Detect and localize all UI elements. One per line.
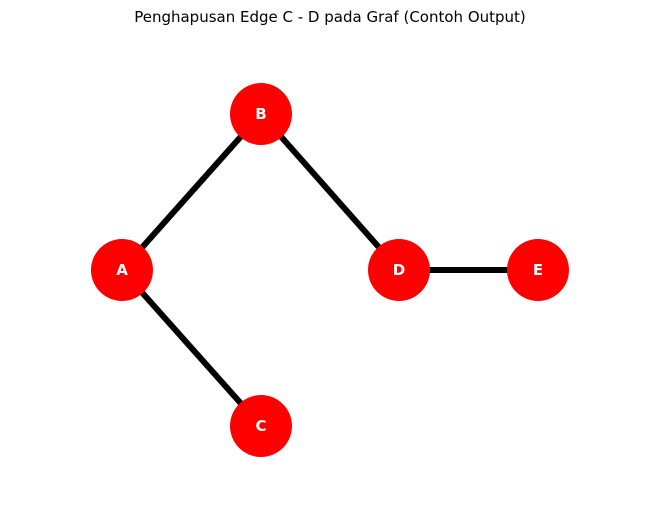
node-label: A <box>116 261 128 279</box>
node-d: D <box>368 239 430 301</box>
node-label: B <box>255 105 266 123</box>
edge-b-d <box>258 112 402 272</box>
node-circle <box>368 239 430 301</box>
node-circle <box>507 239 569 301</box>
edge-a-c <box>119 268 264 428</box>
nodes-layer: A B C D E <box>91 83 569 457</box>
edges-layer <box>119 112 538 428</box>
node-label: C <box>255 417 266 435</box>
node-label: E <box>533 261 543 279</box>
node-e: E <box>507 239 569 301</box>
node-label: D <box>393 261 405 279</box>
node-a: A <box>91 239 153 301</box>
node-c: C <box>230 395 292 457</box>
node-circle <box>230 395 292 457</box>
node-circle <box>91 239 153 301</box>
node-b: B <box>230 83 292 145</box>
graph-title: Penghapusan Edge C - D pada Graf (Contoh… <box>134 8 526 26</box>
edge-a-b <box>119 112 264 272</box>
node-circle <box>230 83 292 145</box>
